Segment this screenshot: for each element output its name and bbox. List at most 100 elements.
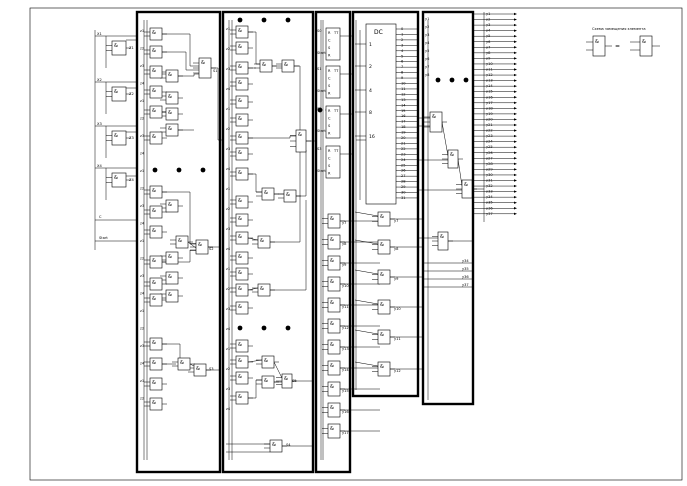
decoder-output-label: 26 <box>401 169 406 173</box>
output-label: y14 <box>486 84 493 88</box>
s1-and-gate <box>149 293 163 307</box>
decoder-output-label: 3 <box>401 43 403 47</box>
and-symbol: & <box>152 134 156 140</box>
s1-and-gate <box>165 91 179 105</box>
and-symbol: & <box>168 110 172 116</box>
output-label: y15 <box>486 90 493 94</box>
s1-and-gate <box>149 255 163 269</box>
s1-pin-label: z2 <box>140 117 144 121</box>
and-symbol: & <box>152 296 156 302</box>
s2-pin-label: z3 <box>226 387 230 391</box>
and-symbol: & <box>114 175 118 181</box>
and-symbol: & <box>286 192 290 198</box>
input-label-x1: X1 <box>97 32 102 36</box>
decoder-input-label: 4 <box>369 88 372 94</box>
block-s4 <box>421 10 475 406</box>
s1-continuation-dot <box>152 167 158 173</box>
tt-name-label: S1 <box>317 67 322 71</box>
decoder-output-label: 1 <box>401 32 403 36</box>
output-label: y2 <box>486 18 490 22</box>
output-arrow <box>514 29 517 32</box>
interconnect-wire <box>178 73 199 77</box>
decoder-output-label: 19 <box>401 131 406 135</box>
interconnect-wire <box>162 33 199 67</box>
and-symbol: & <box>114 43 118 49</box>
output-label: y34 <box>486 195 493 199</box>
s2-pin-label: z2 <box>226 367 230 371</box>
s2-continuation-dot <box>285 325 291 331</box>
s1-and-gate <box>149 131 163 145</box>
s2-pin-label: z4 <box>226 167 231 171</box>
s2-pin-label: z2 <box>226 47 230 51</box>
wire-layer <box>94 12 660 460</box>
s2-and-gate <box>235 61 249 75</box>
s2-and-gate <box>235 267 249 281</box>
s1-pin-label: z3 <box>140 344 144 348</box>
output-label: y31 <box>486 179 493 183</box>
output-arrow <box>514 195 517 199</box>
s2-pin-label: z1 <box>226 347 230 351</box>
decoder-output-label: 2 <box>401 38 403 42</box>
inset-and-symbol: & <box>595 39 599 45</box>
label-layer: DC12481601234567891011121314151617181920… <box>97 12 646 447</box>
s4-and-gate <box>461 179 473 199</box>
s1-and-gate <box>165 289 179 303</box>
output-label: y16 <box>486 95 493 99</box>
and-symbol: & <box>198 242 202 248</box>
s4-continuation-dot <box>435 77 441 83</box>
and-symbol: & <box>201 60 205 66</box>
interconnect-wire <box>296 150 307 197</box>
s1-output-label: S2 <box>209 247 214 251</box>
s1-output-gate <box>195 239 209 255</box>
output-label: y12 <box>486 73 493 77</box>
s1-and-gate <box>149 45 163 59</box>
s1-output-label: S3 <box>209 367 214 371</box>
s1-and-gate <box>149 185 163 199</box>
output-arrow <box>514 35 517 38</box>
and-symbol: & <box>238 270 242 276</box>
tt-flip-flop <box>325 65 341 99</box>
output-label: y20 <box>486 117 493 121</box>
mid-and-gate <box>377 299 391 315</box>
s1-pin-label: z2 <box>140 257 144 261</box>
and-symbol: & <box>168 126 172 132</box>
and-symbol: & <box>330 279 334 285</box>
s2-and-gate <box>235 391 249 405</box>
input-z-label: Z3 <box>129 136 134 140</box>
s1-output-gate <box>193 363 207 377</box>
output-arrow <box>514 79 517 82</box>
output-arrow <box>514 179 517 182</box>
s4-pin-label: y4 <box>425 41 430 45</box>
decoder-output-label: 11 <box>401 87 406 91</box>
and-symbol: & <box>330 426 334 432</box>
output-arrow <box>514 84 517 88</box>
mid-output-label: y10 <box>394 307 401 311</box>
s2-pin-label: z2 <box>226 207 230 211</box>
s3-and-gate <box>327 255 341 271</box>
tt-start-label: Start <box>317 51 326 55</box>
s3-and-gate <box>327 276 341 292</box>
mid-output-label: y7 <box>394 219 398 223</box>
tt-start-label: Start <box>317 129 326 133</box>
tt-pin: C <box>328 39 331 43</box>
tt-start-label: Start <box>317 89 326 93</box>
and-symbol: & <box>152 280 156 286</box>
output-label: y7 <box>486 45 490 49</box>
interconnect-wire <box>187 241 197 249</box>
inset-caption: Схема замещения элемента <box>592 27 646 31</box>
output-arrow <box>514 40 517 43</box>
s2-continuation-dot <box>237 325 243 331</box>
output-label: y6 <box>486 40 491 44</box>
s2-pin-label: z3 <box>226 147 230 151</box>
s1-pin-label: z2 <box>140 397 144 401</box>
output-arrow <box>514 101 517 104</box>
s1-and-gate <box>177 357 191 371</box>
s3-continuation-dot <box>317 107 323 113</box>
and-symbol: & <box>152 30 156 36</box>
inset-equals: = <box>615 43 620 50</box>
interconnect-wire <box>162 51 199 71</box>
tt-flip-flop <box>325 27 341 61</box>
interconnect-wire <box>273 361 283 379</box>
s1-pin-label: z2 <box>140 47 144 51</box>
output-label: y18 <box>486 106 493 110</box>
